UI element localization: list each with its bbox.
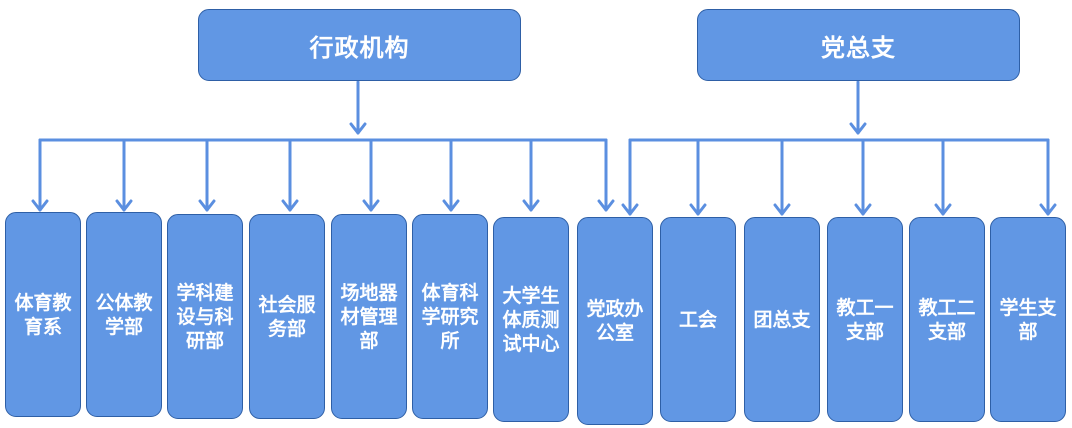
admin-drop-arrow bbox=[522, 199, 540, 212]
unit-staff-branch-1: 教工一支部 bbox=[827, 217, 903, 422]
unit-label: 公体教学部 bbox=[95, 291, 153, 338]
unit-label: 教工二支部 bbox=[918, 296, 976, 343]
unit-labor-union: 工会 bbox=[660, 217, 736, 422]
unit-label: 场地器材管理部 bbox=[340, 281, 398, 352]
unit-fitness-testing-center: 大学生体质测试中心 bbox=[493, 217, 569, 422]
party-drop-arrow bbox=[773, 203, 791, 216]
unit-label: 党政办公室 bbox=[586, 298, 644, 344]
unit-label: 学科建设与科研部 bbox=[176, 281, 234, 352]
admin-stem-arrow bbox=[349, 122, 367, 135]
admin-drop-arrow bbox=[115, 199, 133, 212]
unit-label: 工会 bbox=[678, 308, 717, 331]
unit-label: 团总支 bbox=[753, 308, 811, 331]
admin-drop-arrow bbox=[198, 199, 216, 212]
unit-public-pe: 公体教学部 bbox=[86, 212, 162, 417]
party-drop-arrow bbox=[621, 203, 639, 216]
party-root: 党总支 bbox=[697, 9, 1020, 81]
unit-venue-equipment: 场地器材管理部 bbox=[331, 214, 407, 419]
admin-root-label: 行政机构 bbox=[309, 33, 410, 62]
unit-label: 体育教育系 bbox=[14, 291, 72, 338]
admin-root: 行政机构 bbox=[198, 9, 521, 81]
unit-pe-education: 体育教育系 bbox=[5, 212, 81, 417]
party-drop-arrow bbox=[854, 203, 872, 216]
unit-youth-league: 团总支 bbox=[744, 217, 820, 422]
unit-social-service: 社会服务部 bbox=[249, 214, 325, 419]
admin-drop-arrow bbox=[442, 199, 460, 212]
unit-label: 学生支部 bbox=[999, 296, 1057, 343]
unit-label: 社会服务部 bbox=[258, 293, 316, 340]
party-drop-arrow bbox=[934, 203, 952, 216]
admin-drop-arrow bbox=[597, 199, 615, 212]
unit-label: 大学生体质测试中心 bbox=[502, 284, 560, 355]
unit-student-branch: 学生支部 bbox=[990, 217, 1066, 422]
party-stem-arrow bbox=[849, 122, 867, 135]
unit-sport-science-institute: 体育科学研究所 bbox=[412, 214, 488, 419]
unit-party-admin-office: 党政办公室 bbox=[577, 217, 653, 425]
unit-label: 教工一支部 bbox=[836, 296, 894, 343]
admin-drop-arrow bbox=[281, 199, 299, 212]
unit-staff-branch-2: 教工二支部 bbox=[909, 217, 985, 422]
unit-label: 体育科学研究所 bbox=[421, 281, 479, 352]
party-drop-arrow bbox=[689, 203, 707, 216]
admin-drop-arrow bbox=[362, 199, 380, 212]
party-root-label: 党总支 bbox=[821, 33, 896, 62]
admin-drop-arrow bbox=[31, 199, 49, 212]
unit-discipline-research: 学科建设与科研部 bbox=[167, 214, 243, 419]
party-drop-arrow bbox=[1039, 203, 1057, 216]
